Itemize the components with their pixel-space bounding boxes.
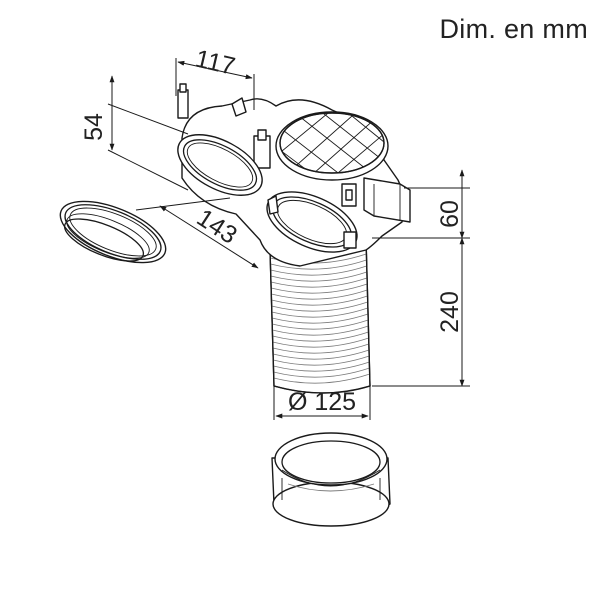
dim-240-label: 240 — [436, 291, 464, 333]
duct-rib — [270, 277, 368, 288]
dim-125-label: Ø 125 — [288, 388, 356, 416]
duct-rib — [271, 283, 368, 294]
duct-rib — [272, 319, 369, 330]
duct-rib — [273, 373, 370, 384]
duct-rib — [271, 301, 368, 312]
duct-rib — [272, 337, 369, 348]
duct-rib — [273, 355, 370, 366]
clips — [177, 83, 271, 169]
duct-rib — [272, 325, 369, 336]
top-grill — [275, 111, 389, 181]
dim-117-label: 117 — [193, 45, 238, 81]
duct-rib — [272, 349, 370, 360]
duct-rib — [270, 259, 367, 270]
oval-seal — [59, 200, 167, 264]
duct-rib — [271, 295, 368, 306]
duct-rib — [270, 265, 367, 276]
flexible-duct — [269, 237, 371, 394]
duct-rib — [270, 271, 367, 282]
oval-outlet-1 — [177, 134, 263, 196]
duct-rib — [272, 331, 369, 342]
duct-rib — [271, 289, 368, 300]
units-label: Dim. en mm — [439, 14, 588, 44]
duct-rib — [273, 361, 370, 372]
dim-60-label: 60 — [436, 200, 464, 228]
duct-rib — [272, 343, 370, 354]
duct-rib — [273, 367, 370, 378]
oval-outlet-2 — [266, 191, 358, 253]
duct-rib — [271, 307, 368, 318]
duct-rib — [271, 313, 369, 324]
round-sleeve — [271, 432, 391, 527]
dim-54-label: 54 — [80, 113, 108, 141]
dimension-lines — [107, 58, 470, 420]
